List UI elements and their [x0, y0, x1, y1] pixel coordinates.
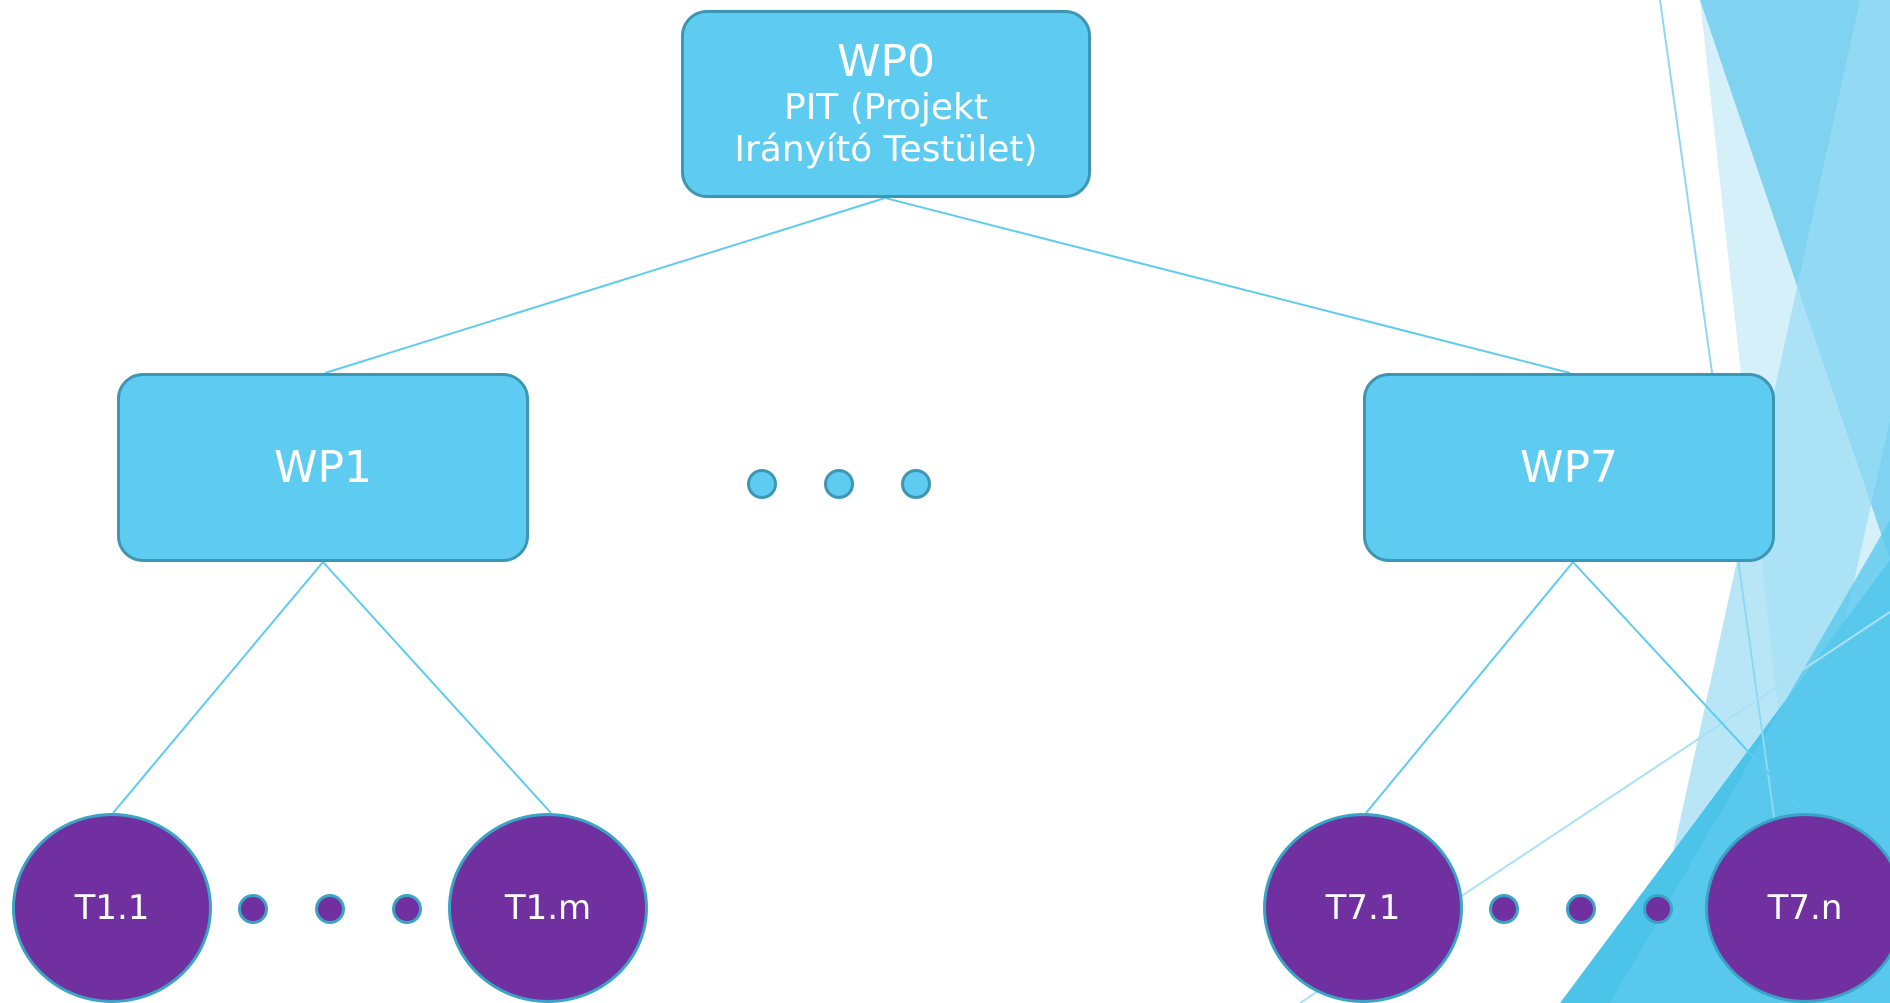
task-ellipsis-dot — [315, 894, 345, 924]
task-t7-1: T7.1 — [1263, 813, 1463, 1003]
wp7-box: WP7 — [1363, 373, 1775, 562]
ellipsis-dot — [747, 469, 777, 499]
task-t7-1-label: T7.1 — [1325, 888, 1401, 928]
wp0-title: WP0 — [836, 36, 936, 87]
wp1-title: WP1 — [273, 441, 373, 493]
ellipsis-dot — [824, 469, 854, 499]
connector-wp0-wp1 — [324, 197, 886, 374]
connector-wp0-wp7 — [884, 197, 1571, 374]
task-t1-m-label: T1.m — [504, 888, 592, 928]
task-ellipsis-dot — [238, 894, 268, 924]
task-t7-n: T7.n — [1705, 813, 1890, 1003]
connector-wp7-t7-n — [1572, 561, 1806, 814]
ellipsis-dot — [901, 469, 931, 499]
task-ellipsis-dot — [1643, 894, 1673, 924]
wp0-subtitle-line1: PIT (Projekt — [783, 87, 989, 128]
task-t1-1-label: T1.1 — [74, 888, 150, 928]
wp1-box: WP1 — [117, 373, 529, 562]
wp0-box: WP0 PIT (Projekt Irányító Testület) — [681, 10, 1091, 198]
task-ellipsis-dot — [392, 894, 422, 924]
task-t7-n-label: T7.n — [1767, 888, 1843, 928]
connector-wp1-t1-m — [322, 561, 552, 814]
task-ellipsis-dot — [1489, 894, 1519, 924]
task-t1-m: T1.m — [448, 813, 648, 1003]
connector-wp7-t7-1 — [1365, 561, 1574, 814]
task-ellipsis-dot — [1566, 894, 1596, 924]
wp0-subtitle-line2: Irányító Testület) — [734, 129, 1038, 170]
wp7-title: WP7 — [1519, 441, 1619, 493]
task-t1-1: T1.1 — [12, 813, 212, 1003]
connector-wp1-t1-1 — [112, 561, 324, 814]
